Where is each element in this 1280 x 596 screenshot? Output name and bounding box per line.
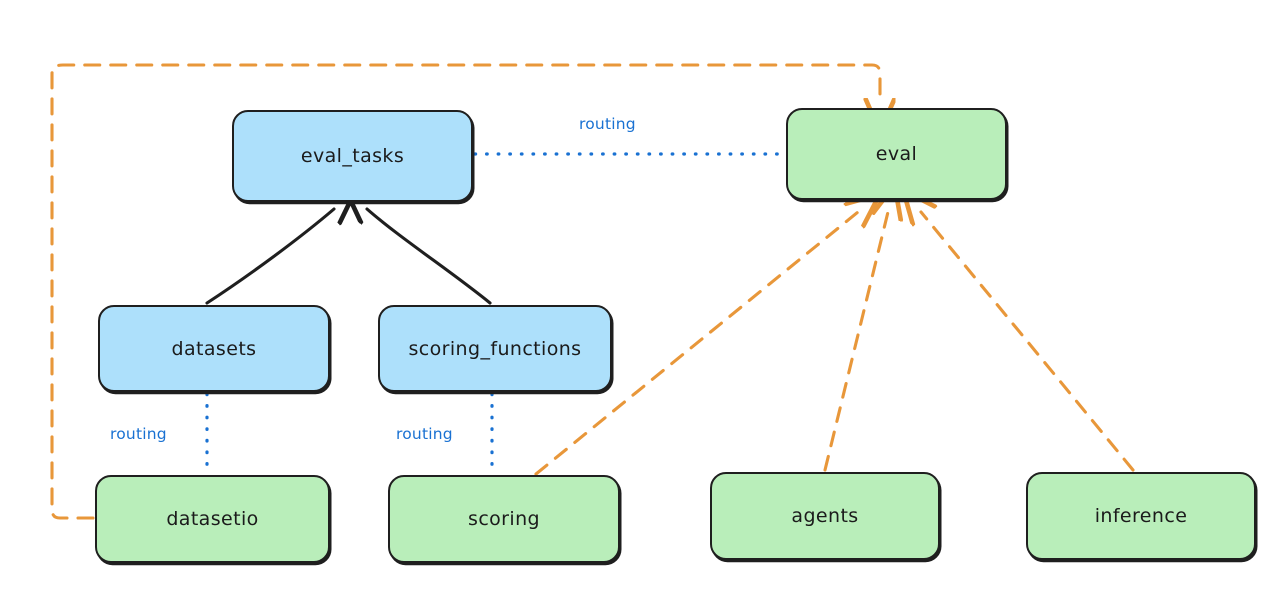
- node-inference[interactable]: inference: [1026, 472, 1256, 560]
- edge-agents-to-eval: [823, 212, 888, 472]
- edge-label-routing-left: routing: [110, 425, 167, 443]
- node-label-datasetio: datasetio: [166, 508, 259, 530]
- node-scoring-functions[interactable]: scoring_functions: [378, 305, 612, 392]
- node-datasets[interactable]: datasets: [98, 305, 330, 392]
- node-datasetio[interactable]: datasetio: [95, 475, 330, 563]
- node-label-inference: inference: [1094, 505, 1188, 527]
- node-label-datasets: datasets: [171, 337, 257, 360]
- node-label-scoring: scoring: [468, 508, 540, 530]
- node-label-scoring-functions: scoring_functions: [408, 337, 582, 360]
- node-eval-tasks[interactable]: eval_tasks: [232, 110, 473, 202]
- edge-datasets-to-eval-tasks: [205, 209, 334, 305]
- node-label-eval-tasks: eval_tasks: [300, 145, 405, 167]
- node-eval[interactable]: eval: [786, 108, 1007, 200]
- edge-scoring-to-eval: [534, 212, 858, 476]
- node-label-eval: eval: [875, 143, 918, 165]
- edge-scoring-functions-to-eval-tasks: [367, 209, 492, 305]
- edge-inference-to-eval: [921, 212, 1135, 472]
- node-scoring[interactable]: scoring: [388, 475, 620, 563]
- edge-datasetio-to-eval: [50, 63, 880, 520]
- node-agents[interactable]: agents: [710, 472, 940, 560]
- edge-label-routing-top: routing: [579, 115, 636, 133]
- node-label-agents: agents: [791, 505, 859, 527]
- edge-label-routing-center: routing: [396, 425, 453, 443]
